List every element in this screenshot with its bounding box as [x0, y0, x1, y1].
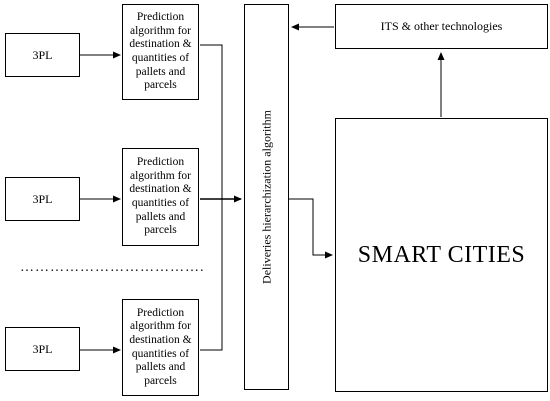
prediction-algorithm-box-1: Prediction algorithm for destination & q… — [122, 4, 199, 100]
3pl-box-1: 3PL — [5, 33, 80, 77]
deliveries-hierarchization-box: Deliveries hierarchization algorithm — [244, 4, 289, 390]
its-technologies-label: ITS & other technologies — [380, 19, 503, 33]
connector-algorithm-3-to-hub — [200, 199, 223, 351]
3pl-box-3: 3PL — [5, 327, 80, 371]
deliveries-hierarchization-label: Deliveries hierarchization algorithm — [259, 110, 273, 284]
smart-cities-label: SMART CITIES — [357, 241, 526, 268]
smart-cities-box: SMART CITIES — [335, 118, 548, 392]
prediction-algorithm-label: Prediction algorithm for destination & q… — [129, 156, 192, 237]
3pl-label: 3PL — [32, 47, 53, 62]
prediction-algorithm-label: Prediction algorithm for destination & q… — [129, 306, 192, 387]
arrow-hub-to-smart-cities — [289, 198, 333, 259]
more-providers-ellipsis: ………………………………. — [20, 260, 205, 275]
3pl-label: 3PL — [32, 341, 53, 356]
prediction-algorithm-label: Prediction algorithm for destination & q… — [129, 11, 192, 92]
prediction-algorithm-box-3: Prediction algorithm for destination & q… — [122, 299, 199, 396]
3pl-box-2: 3PL — [5, 177, 80, 221]
its-technologies-box: ITS & other technologies — [335, 4, 548, 49]
prediction-algorithm-box-2: Prediction algorithm for destination & q… — [122, 148, 199, 246]
connector-algorithm-1-to-hub — [200, 44, 223, 199]
3pl-label: 3PL — [32, 191, 53, 206]
